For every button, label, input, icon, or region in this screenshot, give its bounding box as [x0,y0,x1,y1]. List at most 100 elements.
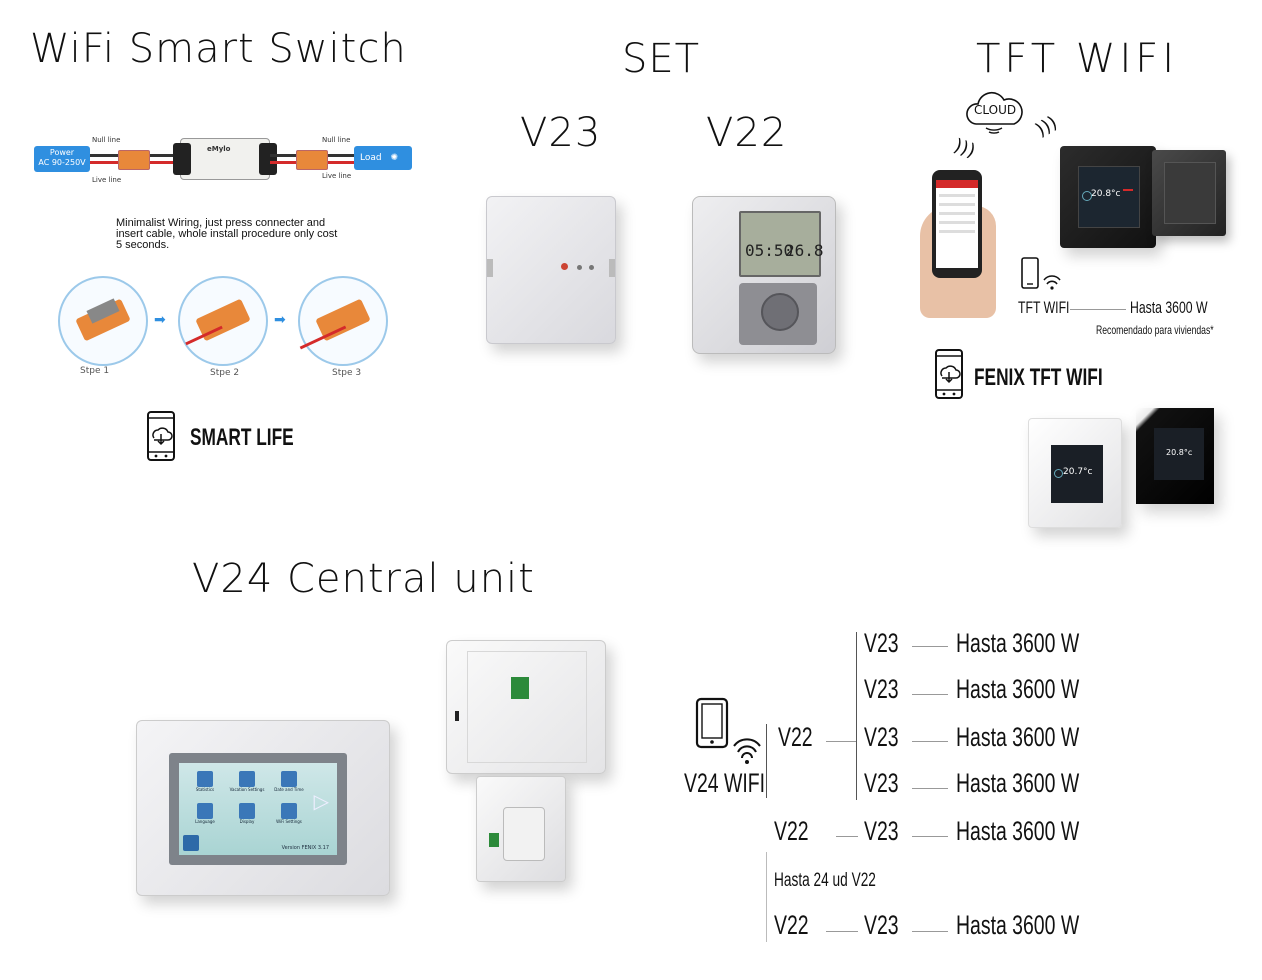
v22-lcd: 05:50 26.8 [739,211,824,277]
tree-node-v23: V23 [864,768,899,798]
tree-spine-main [766,852,767,942]
tree-edge [912,836,948,837]
tree-max-units-label: Hasta 24 ud V22 [774,870,876,891]
step-label-1: Stpe 1 [80,366,110,376]
title-wifi-smart-switch: WiFi Smart Switch [30,26,407,72]
v23-device [486,196,616,344]
v24-module [476,776,566,882]
v24-menu-vacation[interactable]: Vacation Settings [229,771,265,792]
wifi-signal-icon: ))) [1032,112,1061,141]
power-label: Power [49,148,75,157]
tree-spine-sub [856,632,857,800]
tree-node-v23: V23 [864,674,899,704]
fenix-white-temp: 20.7°c [1063,467,1093,477]
v23-led [561,263,568,270]
tree-node-power: Hasta 3600 W [956,722,1080,752]
v24-backplate [446,640,606,774]
tree-edge [836,836,858,837]
tree-edge [912,931,948,932]
v24-menu-statistics[interactable]: Statistics [187,771,223,792]
tft-recommendation: Recomendado para viviendas* [1096,323,1214,337]
step-label-3: Stpe 3 [332,368,362,378]
step-circle-2 [178,276,268,366]
live-line-label-right: Live line [322,172,352,180]
switch-module: eMylo [173,138,277,180]
tree-edge [912,646,948,647]
load-box: Load ✺ [354,146,412,170]
tree-node-power: Hasta 3600 W [956,816,1080,846]
v24-wifi-label: V24 WIFI [684,768,766,798]
tft-device-label: TFT WIFI [1018,298,1070,317]
step-arrow-icon: ➡ [154,312,166,328]
wiring-diagram: Power AC 90-250V Null line Live line eMy… [34,134,414,188]
switch-brand: eMylo [207,145,231,153]
v24-screen: Statistics Vacation Settings Date and Ti… [179,763,337,855]
cloud-label: CLOUD [974,103,1017,117]
power-spec: AC 90-250V [38,158,86,167]
null-line-label-left: Null line [92,136,121,144]
title-set: SET [622,36,701,82]
home-icon[interactable] [183,835,199,851]
tree-node-v23: V23 [864,816,899,846]
load-label: Load [360,153,382,163]
tree-edge [826,931,858,932]
fenix-thermostat-white: 20.7°c [1028,418,1122,528]
title-tft-wifi: TFT WIFI [976,36,1179,82]
tree-node-v23: V23 [864,910,899,940]
tree-node-power: Hasta 3600 W [956,674,1080,704]
tree-edge [912,788,948,789]
v24-menu-display[interactable]: Display [229,803,265,824]
phone-cloud-icon [934,348,964,404]
v22-time: 05:50 [745,241,794,260]
title-v23: V23 [520,110,602,156]
step-arrow-icon: ➡ [274,312,286,328]
wiring-description: Minimalist Wiring, just press connecter … [116,217,338,251]
phone-wifi-icon [1020,256,1064,300]
tree-node-v23: V23 [864,722,899,752]
v22-device: 05:50 26.8 [692,196,836,354]
tft-thermostat-temp: 20.8°c [1091,189,1121,199]
v24-panel: Statistics Vacation Settings Date and Ti… [136,720,390,896]
connector-right [296,150,328,170]
connector-line [1070,309,1126,310]
tree-node-v22: V22 [774,816,809,846]
title-v24-central-unit: V24 Central unit [192,556,535,602]
step-circle-1 [58,276,148,366]
phone-wifi-icon [694,696,764,770]
tree-node-v22: V22 [778,722,813,752]
v24-menu-language[interactable]: Language [187,803,223,824]
step-label-2: Stpe 2 [210,368,240,378]
tft-power-label: Hasta 3600 W [1130,298,1208,317]
tree-edge [912,694,948,695]
tree-spine-main [766,724,767,798]
tree-node-power: Hasta 3600 W [956,628,1080,658]
v24-menu-wifi[interactable]: WiFi Settings [271,803,307,824]
tree-node-v22: V22 [774,910,809,940]
power-box: Power AC 90-250V [34,146,90,172]
fenix-thermostat-black: 20.8°c [1136,408,1214,504]
tree-edge [912,741,948,742]
null-line-label-right: Null line [322,136,351,144]
tree-node-power: Hasta 3600 W [956,910,1080,940]
cloud-icon [962,88,1026,142]
v24-version: Version FENIX 3.17 [281,845,329,851]
wall-switch-black [1152,150,1226,236]
phone-in-hand [914,166,1000,324]
step-circle-3 [298,276,388,366]
tft-thermostat-black: 20.8°c [1060,146,1156,248]
title-v22: V22 [706,110,788,156]
phone-cloud-icon [146,410,176,466]
connector-left [118,150,150,170]
v24-menu-date-time[interactable]: Date and Time [271,771,307,792]
smart-life-label: SMART LIFE [190,424,294,451]
tree-node-v23: V23 [864,628,899,658]
chevron-right-icon[interactable]: ▷ [313,789,329,813]
fenix-black-temp: 20.8°c [1166,448,1193,457]
v22-keypad [739,283,817,345]
tree-edge [826,741,856,742]
bulb-icon: ✺ [390,153,399,163]
live-line-label-left: Live line [92,176,122,184]
fenix-label: FENIX TFT WIFI [974,364,1103,391]
v22-temp: 26.8 [785,241,824,260]
tree-node-power: Hasta 3600 W [956,768,1080,798]
